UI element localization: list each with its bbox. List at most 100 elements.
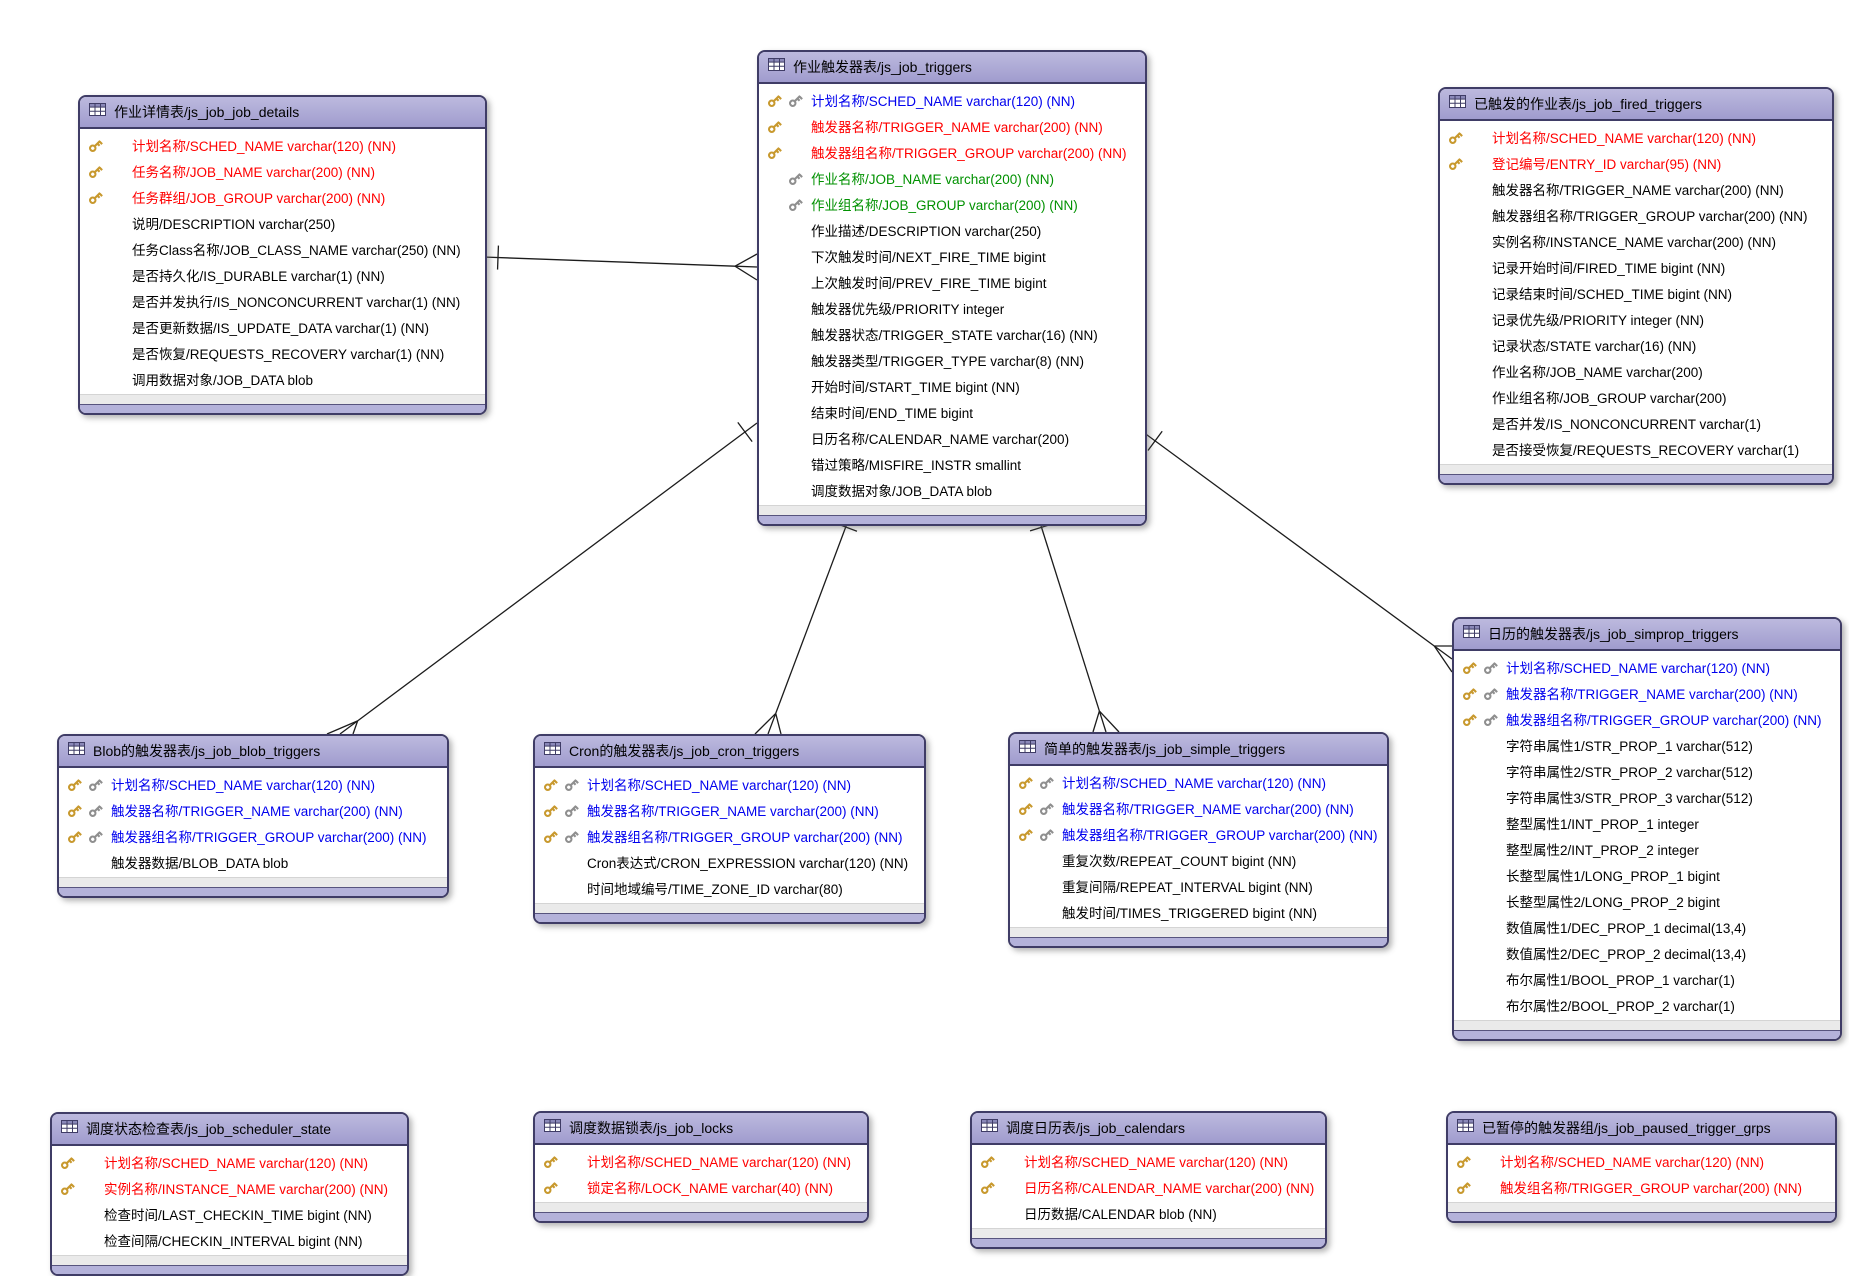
column-row-js_job_simprop_triggers[interactable]: 触发器名称/TRIGGER_NAME varchar(200) (NN) bbox=[1454, 680, 1840, 706]
column-row-js_job_simprop_triggers[interactable]: 触发器组名称/TRIGGER_GROUP varchar(200) (NN) bbox=[1454, 706, 1840, 732]
column-row-js_job_fired_triggers[interactable]: 记录结束时间/SCHED_TIME bigint (NN) bbox=[1440, 280, 1832, 306]
column-row-js_job_job_details[interactable]: 是否持久化/IS_DURABLE varchar(1) (NN) bbox=[80, 262, 485, 288]
column-row-js_job_triggers[interactable]: 开始时间/START_TIME bigint (NN) bbox=[759, 373, 1145, 399]
entity-table-js_job_calendars[interactable]: 调度日历表/js_job_calendars 计划名称/SCHED_NAME v… bbox=[970, 1111, 1327, 1249]
column-row-js_job_calendars[interactable]: 日历数据/CALENDAR blob (NN) bbox=[972, 1200, 1325, 1226]
entity-table-js_job_locks[interactable]: 调度数据锁表/js_job_locks 计划名称/SCHED_NAME varc… bbox=[533, 1111, 869, 1223]
relation-js_job_job_details-to-js_job_triggers[interactable] bbox=[483, 246, 757, 280]
column-row-js_job_blob_triggers[interactable]: 触发器组名称/TRIGGER_GROUP varchar(200) (NN) bbox=[59, 823, 447, 849]
column-row-js_job_simple_triggers[interactable]: 重复次数/REPEAT_COUNT bigint (NN) bbox=[1010, 847, 1387, 873]
column-row-js_job_locks[interactable]: 计划名称/SCHED_NAME varchar(120) (NN) bbox=[535, 1148, 867, 1174]
entity-table-js_job_paused_trigger_grps[interactable]: 已暂停的触发器组/js_job_paused_trigger_grps 计划名称… bbox=[1446, 1111, 1837, 1223]
column-row-js_job_simprop_triggers[interactable]: 布尔属性2/BOOL_PROP_2 varchar(1) bbox=[1454, 992, 1840, 1018]
column-row-js_job_triggers[interactable]: 错过策略/MISFIRE_INSTR smallint bbox=[759, 451, 1145, 477]
column-row-js_job_triggers[interactable]: 作业名称/JOB_NAME varchar(200) (NN) bbox=[759, 165, 1145, 191]
column-row-js_job_fired_triggers[interactable]: 实例名称/INSTANCE_NAME varchar(200) (NN) bbox=[1440, 228, 1832, 254]
column-row-js_job_triggers[interactable]: 日历名称/CALENDAR_NAME varchar(200) bbox=[759, 425, 1145, 451]
column-row-js_job_triggers[interactable]: 上次触发时间/PREV_FIRE_TIME bigint bbox=[759, 269, 1145, 295]
column-row-js_job_scheduler_state[interactable]: 计划名称/SCHED_NAME varchar(120) (NN) bbox=[52, 1149, 407, 1175]
column-row-js_job_fired_triggers[interactable]: 作业名称/JOB_NAME varchar(200) bbox=[1440, 358, 1832, 384]
column-row-js_job_simple_triggers[interactable]: 触发器组名称/TRIGGER_GROUP varchar(200) (NN) bbox=[1010, 821, 1387, 847]
column-row-js_job_blob_triggers[interactable]: 触发器数据/BLOB_DATA blob bbox=[59, 849, 447, 875]
column-row-js_job_fired_triggers[interactable]: 是否接受恢复/REQUESTS_RECOVERY varchar(1) bbox=[1440, 436, 1832, 462]
column-row-js_job_fired_triggers[interactable]: 记录开始时间/FIRED_TIME bigint (NN) bbox=[1440, 254, 1832, 280]
column-row-js_job_triggers[interactable]: 触发器状态/TRIGGER_STATE varchar(16) (NN) bbox=[759, 321, 1145, 347]
column-row-js_job_cron_triggers[interactable]: 计划名称/SCHED_NAME varchar(120) (NN) bbox=[535, 771, 924, 797]
column-row-js_job_fired_triggers[interactable]: 登记编号/ENTRY_ID varchar(95) (NN) bbox=[1440, 150, 1832, 176]
relation-js_job_triggers-to-js_job_cron_triggers[interactable] bbox=[755, 513, 857, 734]
column-row-js_job_simprop_triggers[interactable]: 数值属性2/DEC_PROP_2 decimal(13,4) bbox=[1454, 940, 1840, 966]
column-row-js_job_simple_triggers[interactable]: 计划名称/SCHED_NAME varchar(120) (NN) bbox=[1010, 769, 1387, 795]
entity-table-js_job_blob_triggers[interactable]: Blob的触发器表/js_job_blob_triggers 计划名称/SCHE… bbox=[57, 734, 449, 898]
column-row-js_job_simprop_triggers[interactable]: 计划名称/SCHED_NAME varchar(120) (NN) bbox=[1454, 654, 1840, 680]
entity-table-header[interactable]: 日历的触发器表/js_job_simprop_triggers bbox=[1454, 619, 1840, 651]
column-row-js_job_job_details[interactable]: 任务名称/JOB_NAME varchar(200) (NN) bbox=[80, 158, 485, 184]
column-row-js_job_triggers[interactable]: 作业组名称/JOB_GROUP varchar(200) (NN) bbox=[759, 191, 1145, 217]
column-row-js_job_simple_triggers[interactable]: 重复间隔/REPEAT_INTERVAL bigint (NN) bbox=[1010, 873, 1387, 899]
column-row-js_job_fired_triggers[interactable]: 作业组名称/JOB_GROUP varchar(200) bbox=[1440, 384, 1832, 410]
column-row-js_job_job_details[interactable]: 任务Class名称/JOB_CLASS_NAME varchar(250) (N… bbox=[80, 236, 485, 262]
entity-table-js_job_triggers[interactable]: 作业触发器表/js_job_triggers 计划名称/SCHED_NAME v… bbox=[757, 50, 1147, 526]
column-row-js_job_simple_triggers[interactable]: 触发时间/TIMES_TRIGGERED bigint (NN) bbox=[1010, 899, 1387, 925]
column-row-js_job_triggers[interactable]: 作业描述/DESCRIPTION varchar(250) bbox=[759, 217, 1145, 243]
entity-table-header[interactable]: 作业触发器表/js_job_triggers bbox=[759, 52, 1145, 84]
entity-table-js_job_scheduler_state[interactable]: 调度状态检查表/js_job_scheduler_state 计划名称/SCHE… bbox=[50, 1112, 409, 1276]
column-row-js_job_calendars[interactable]: 日历名称/CALENDAR_NAME varchar(200) (NN) bbox=[972, 1174, 1325, 1200]
column-row-js_job_simprop_triggers[interactable]: 字符串属性3/STR_PROP_3 varchar(512) bbox=[1454, 784, 1840, 810]
column-row-js_job_simprop_triggers[interactable]: 布尔属性1/BOOL_PROP_1 varchar(1) bbox=[1454, 966, 1840, 992]
column-row-js_job_fired_triggers[interactable]: 计划名称/SCHED_NAME varchar(120) (NN) bbox=[1440, 124, 1832, 150]
column-row-js_job_simprop_triggers[interactable]: 长整型属性2/LONG_PROP_2 bigint bbox=[1454, 888, 1840, 914]
column-row-js_job_simprop_triggers[interactable]: 字符串属性1/STR_PROP_1 varchar(512) bbox=[1454, 732, 1840, 758]
column-row-js_job_triggers[interactable]: 触发器名称/TRIGGER_NAME varchar(200) (NN) bbox=[759, 113, 1145, 139]
relation-js_job_triggers-to-js_job_simprop_triggers[interactable] bbox=[1143, 431, 1452, 672]
column-row-js_job_simprop_triggers[interactable]: 字符串属性2/STR_PROP_2 varchar(512) bbox=[1454, 758, 1840, 784]
column-row-js_job_cron_triggers[interactable]: 触发器名称/TRIGGER_NAME varchar(200) (NN) bbox=[535, 797, 924, 823]
entity-table-header[interactable]: 简单的触发器表/js_job_simple_triggers bbox=[1010, 734, 1387, 766]
column-row-js_job_job_details[interactable]: 计划名称/SCHED_NAME varchar(120) (NN) bbox=[80, 132, 485, 158]
entity-table-header[interactable]: 已暂停的触发器组/js_job_paused_trigger_grps bbox=[1448, 1113, 1835, 1145]
column-row-js_job_simple_triggers[interactable]: 触发器名称/TRIGGER_NAME varchar(200) (NN) bbox=[1010, 795, 1387, 821]
relation-js_job_triggers-to-js_job_simple_triggers[interactable] bbox=[1030, 513, 1119, 732]
entity-table-header[interactable]: 已触发的作业表/js_job_fired_triggers bbox=[1440, 89, 1832, 121]
column-row-js_job_job_details[interactable]: 任务群组/JOB_GROUP varchar(200) (NN) bbox=[80, 184, 485, 210]
column-row-js_job_fired_triggers[interactable]: 是否并发/IS_NONCONCURRENT varchar(1) bbox=[1440, 410, 1832, 436]
column-row-js_job_triggers[interactable]: 下次触发时间/NEXT_FIRE_TIME bigint bbox=[759, 243, 1145, 269]
column-row-js_job_job_details[interactable]: 是否恢复/REQUESTS_RECOVERY varchar(1) (NN) bbox=[80, 340, 485, 366]
column-row-js_job_fired_triggers[interactable]: 触发器名称/TRIGGER_NAME varchar(200) (NN) bbox=[1440, 176, 1832, 202]
column-row-js_job_triggers[interactable]: 调度数据对象/JOB_DATA blob bbox=[759, 477, 1145, 503]
column-row-js_job_scheduler_state[interactable]: 检查间隔/CHECKIN_INTERVAL bigint (NN) bbox=[52, 1227, 407, 1253]
column-row-js_job_fired_triggers[interactable]: 触发器组名称/TRIGGER_GROUP varchar(200) (NN) bbox=[1440, 202, 1832, 228]
column-row-js_job_simprop_triggers[interactable]: 长整型属性1/LONG_PROP_1 bigint bbox=[1454, 862, 1840, 888]
relation-js_job_triggers-to-js_job_blob_triggers[interactable] bbox=[327, 422, 757, 734]
column-row-js_job_paused_trigger_grps[interactable]: 计划名称/SCHED_NAME varchar(120) (NN) bbox=[1448, 1148, 1835, 1174]
column-row-js_job_triggers[interactable]: 触发器组名称/TRIGGER_GROUP varchar(200) (NN) bbox=[759, 139, 1145, 165]
column-row-js_job_simprop_triggers[interactable]: 整型属性1/INT_PROP_1 integer bbox=[1454, 810, 1840, 836]
column-row-js_job_paused_trigger_grps[interactable]: 触发组名称/TRIGGER_GROUP varchar(200) (NN) bbox=[1448, 1174, 1835, 1200]
entity-table-header[interactable]: 调度数据锁表/js_job_locks bbox=[535, 1113, 867, 1145]
column-row-js_job_calendars[interactable]: 计划名称/SCHED_NAME varchar(120) (NN) bbox=[972, 1148, 1325, 1174]
entity-table-header[interactable]: Blob的触发器表/js_job_blob_triggers bbox=[59, 736, 447, 768]
column-row-js_job_cron_triggers[interactable]: 时间地域编号/TIME_ZONE_ID varchar(80) bbox=[535, 875, 924, 901]
column-row-js_job_triggers[interactable]: 结束时间/END_TIME bigint bbox=[759, 399, 1145, 425]
column-row-js_job_cron_triggers[interactable]: 触发器组名称/TRIGGER_GROUP varchar(200) (NN) bbox=[535, 823, 924, 849]
column-row-js_job_cron_triggers[interactable]: Cron表达式/CRON_EXPRESSION varchar(120) (NN… bbox=[535, 849, 924, 875]
column-row-js_job_simprop_triggers[interactable]: 整型属性2/INT_PROP_2 integer bbox=[1454, 836, 1840, 862]
column-row-js_job_simprop_triggers[interactable]: 数值属性1/DEC_PROP_1 decimal(13,4) bbox=[1454, 914, 1840, 940]
column-row-js_job_triggers[interactable]: 触发器优先级/PRIORITY integer bbox=[759, 295, 1145, 321]
column-row-js_job_blob_triggers[interactable]: 计划名称/SCHED_NAME varchar(120) (NN) bbox=[59, 771, 447, 797]
column-row-js_job_fired_triggers[interactable]: 记录优先级/PRIORITY integer (NN) bbox=[1440, 306, 1832, 332]
column-row-js_job_fired_triggers[interactable]: 记录状态/STATE varchar(16) (NN) bbox=[1440, 332, 1832, 358]
entity-table-header[interactable]: 作业详情表/js_job_job_details bbox=[80, 97, 485, 129]
column-row-js_job_job_details[interactable]: 说明/DESCRIPTION varchar(250) bbox=[80, 210, 485, 236]
column-row-js_job_scheduler_state[interactable]: 检查时间/LAST_CHECKIN_TIME bigint (NN) bbox=[52, 1201, 407, 1227]
column-row-js_job_triggers[interactable]: 计划名称/SCHED_NAME varchar(120) (NN) bbox=[759, 87, 1145, 113]
column-row-js_job_scheduler_state[interactable]: 实例名称/INSTANCE_NAME varchar(200) (NN) bbox=[52, 1175, 407, 1201]
entity-table-js_job_simprop_triggers[interactable]: 日历的触发器表/js_job_simprop_triggers 计划名称/SCH… bbox=[1452, 617, 1842, 1041]
entity-table-header[interactable]: 调度日历表/js_job_calendars bbox=[972, 1113, 1325, 1145]
entity-table-js_job_simple_triggers[interactable]: 简单的触发器表/js_job_simple_triggers 计划名称/SCHE… bbox=[1008, 732, 1389, 948]
entity-table-header[interactable]: Cron的触发器表/js_job_cron_triggers bbox=[535, 736, 924, 768]
column-row-js_job_triggers[interactable]: 触发器类型/TRIGGER_TYPE varchar(8) (NN) bbox=[759, 347, 1145, 373]
entity-table-header[interactable]: 调度状态检查表/js_job_scheduler_state bbox=[52, 1114, 407, 1146]
entity-table-js_job_fired_triggers[interactable]: 已触发的作业表/js_job_fired_triggers 计划名称/SCHED… bbox=[1438, 87, 1834, 485]
entity-table-js_job_job_details[interactable]: 作业详情表/js_job_job_details 计划名称/SCHED_NAME… bbox=[78, 95, 487, 415]
